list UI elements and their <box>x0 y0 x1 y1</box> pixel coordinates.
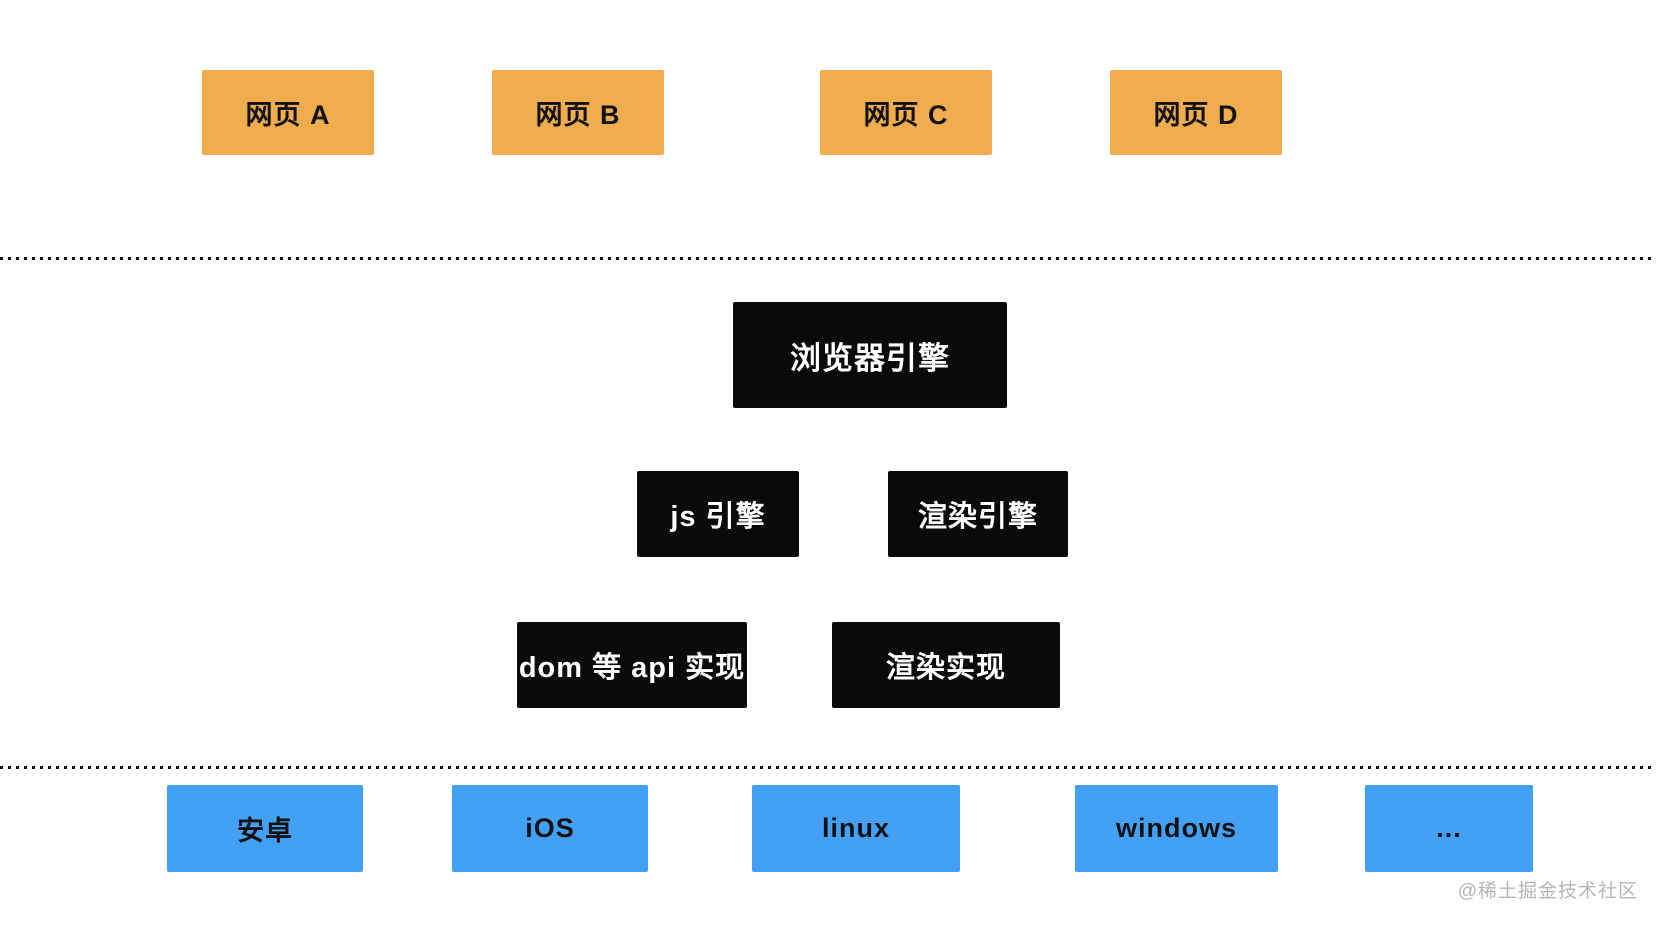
layer-divider-top <box>0 257 1656 260</box>
web-page-a-label: 网页 A <box>245 100 331 130</box>
os-android-box: 安卓 <box>167 785 363 872</box>
web-page-d-box: 网页 D <box>1110 70 1282 155</box>
dom-api-impl-label: dom 等 api 实现 <box>518 652 746 684</box>
watermark: @稀土掘金技术社区 <box>1457 881 1638 902</box>
web-page-d-label: 网页 D <box>1153 100 1239 130</box>
js-engine-label: js 引擎 <box>670 501 766 533</box>
web-page-a-box: 网页 A <box>202 70 374 155</box>
render-impl-box: 渲染实现 <box>832 622 1060 708</box>
render-impl-label: 渲染实现 <box>885 652 1006 684</box>
web-page-c-box: 网页 C <box>820 70 992 155</box>
layer-divider-bottom <box>0 766 1656 769</box>
js-engine-box: js 引擎 <box>637 471 799 557</box>
os-more-label: ... <box>1436 813 1462 843</box>
os-ios-box: iOS <box>452 785 648 872</box>
os-android-label: 安卓 <box>237 816 293 846</box>
os-ios-label: iOS <box>525 813 575 843</box>
web-page-b-box: 网页 B <box>492 70 664 155</box>
render-engine-box: 渲染引擎 <box>888 471 1068 557</box>
os-windows-label: windows <box>1116 813 1237 843</box>
browser-engine-box: 浏览器引擎 <box>733 302 1007 408</box>
web-page-b-label: 网页 B <box>535 100 621 130</box>
os-more-box: ... <box>1365 785 1533 872</box>
os-linux-box: linux <box>752 785 960 872</box>
web-page-c-label: 网页 C <box>863 100 949 130</box>
dom-api-impl-box: dom 等 api 实现 <box>517 622 747 708</box>
os-linux-label: linux <box>821 813 890 843</box>
browser-engine-label: 浏览器引擎 <box>790 340 950 376</box>
render-engine-label: 渲染引擎 <box>917 501 1038 533</box>
os-windows-box: windows <box>1075 785 1278 872</box>
